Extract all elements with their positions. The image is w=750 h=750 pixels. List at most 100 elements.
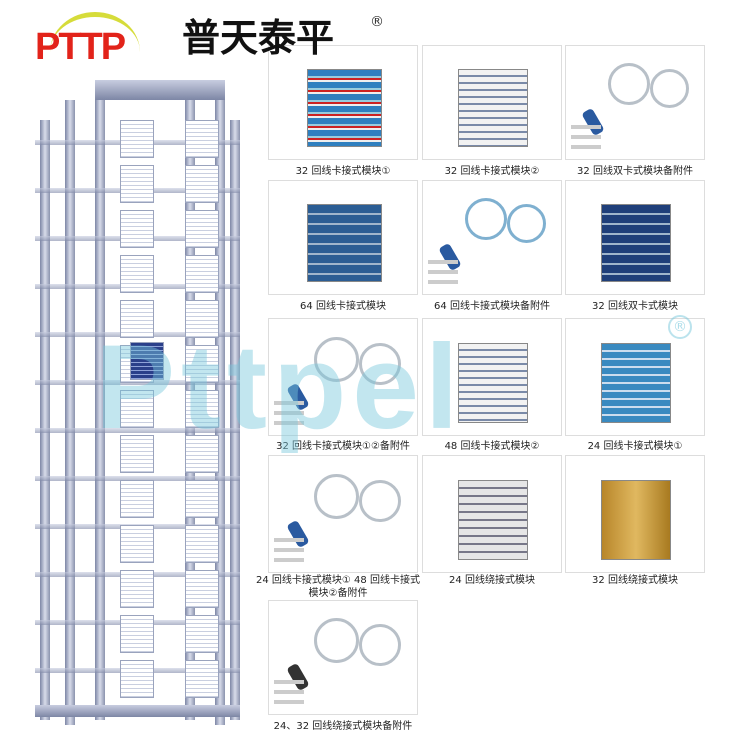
rack-module-panel: [120, 660, 154, 698]
insertion-tool-image: [285, 382, 310, 412]
watermark-registered: ®: [668, 315, 692, 339]
legend-line: [274, 548, 304, 552]
gray-stack-module-image: [458, 69, 528, 148]
rack-module-panel: [120, 390, 154, 428]
brand-logo: PTTP 普天泰平 ®: [10, 6, 390, 68]
rack-module-panel: [120, 120, 154, 158]
cable-coil-image: [314, 336, 359, 382]
rack-post: [215, 100, 225, 725]
legend-line: [274, 401, 304, 405]
legend-line: [274, 538, 304, 542]
product-caption: 24 回线卡接式模块①: [587, 441, 683, 452]
product-image-6: [565, 180, 705, 295]
cable-coil-image: [359, 624, 401, 666]
legend-line: [571, 125, 601, 129]
rack-module-panel: [185, 345, 219, 383]
rack-module-panel: [185, 210, 219, 248]
legend-line: [428, 280, 458, 284]
product-caption: 48 回线卡接式模块②: [444, 441, 540, 452]
rack-top-beam: [95, 80, 225, 100]
rack-module-panel: [120, 300, 154, 338]
rack-base: [35, 705, 240, 717]
rack-module-panel: [120, 210, 154, 248]
product-image-9: [565, 318, 705, 436]
cable-coil-image: [650, 69, 690, 109]
rack-crossbar: [35, 428, 240, 433]
product-caption: 32 回线卡接式模块①: [295, 166, 391, 177]
insertion-tool-image: [581, 107, 605, 137]
blue-stack-module-image: [306, 69, 382, 148]
rack-module-panel: [120, 255, 154, 293]
legend-line: [428, 260, 458, 264]
product-image-3: [565, 45, 705, 160]
rack-module-panel: [185, 525, 219, 563]
cable-coil-image: [359, 479, 401, 522]
insertion-tool-image: [285, 519, 310, 549]
legend-line: [274, 680, 304, 684]
rack-module-panel: [185, 660, 219, 698]
product-image-5: [422, 180, 562, 295]
product-caption: 32 回线绕接式模块: [592, 575, 678, 586]
cable-coil-image: [314, 618, 359, 664]
product-image-1: [268, 45, 418, 160]
product-image-11: [422, 455, 562, 573]
distribution-frame-rack-image: [35, 80, 240, 725]
insertion-tool-image: [438, 242, 462, 272]
rack-module-panel: [185, 570, 219, 608]
registered-mark: ®: [370, 14, 384, 30]
rack-module-panel: [185, 480, 219, 518]
cable-coil-image: [465, 198, 507, 241]
rack-post: [40, 120, 50, 720]
blue-box-module-image: [601, 342, 671, 423]
product-image-10: [268, 455, 418, 573]
logo-chinese: 普天泰平: [182, 16, 335, 60]
rack-module-panel: [120, 615, 154, 653]
product-caption: 24、32 回线绕接式模块备附件: [273, 721, 413, 732]
rack-module-panel: [185, 615, 219, 653]
cable-coil-image: [507, 204, 547, 244]
product-image-8: [422, 318, 562, 436]
rack-module-panel: [185, 165, 219, 203]
logo-latin: PTTP: [35, 26, 126, 68]
blue-door-module-image: [306, 204, 382, 283]
legend-line: [274, 690, 304, 694]
legend-line: [571, 145, 601, 149]
rack-post: [95, 80, 105, 720]
legend-line: [274, 421, 304, 425]
rack-module-panel: [120, 435, 154, 473]
rack-module-panel: [185, 435, 219, 473]
product-image-13: [268, 600, 418, 715]
rack-module-panel: [185, 300, 219, 338]
rack-module-panel: [185, 255, 219, 293]
rack-post: [65, 100, 75, 725]
product-caption: 32 回线双卡式模块备附件: [577, 166, 693, 177]
legend-line: [274, 411, 304, 415]
rack-module-panel: [120, 480, 154, 518]
cable-coil-image: [359, 342, 401, 385]
product-caption: 24 回线卡接式模块① 48 回线卡接式模块②备附件: [256, 575, 420, 599]
rack-module-panel: [185, 390, 219, 428]
rack-crossbar: [35, 476, 240, 481]
gold-box-module-image: [601, 479, 671, 560]
legend-line: [274, 700, 304, 704]
legend-line: [571, 135, 601, 139]
cable-coil-image: [608, 63, 650, 106]
insertion-tool-image: [285, 662, 310, 692]
rack-module-panel: [120, 525, 154, 563]
logo-arc: [50, 12, 140, 52]
rack-blue-module: [130, 342, 164, 380]
product-image-4: [268, 180, 418, 295]
rack-module-panel: [185, 120, 219, 158]
cable-coil-image: [314, 473, 359, 519]
product-image-7: [268, 318, 418, 436]
gray-stack-module-image: [458, 342, 528, 423]
legend-line: [428, 270, 458, 274]
product-image-2: [422, 45, 562, 160]
product-caption: 32 回线双卡式模块: [592, 301, 678, 312]
product-caption: 32 回线卡接式模块①②备附件: [276, 441, 410, 452]
blue-door-wide-module-image: [601, 204, 671, 283]
rack-module-panel: [120, 165, 154, 203]
product-caption: 24 回线绕接式模块: [449, 575, 535, 586]
product-caption: 64 回线卡接式模块备附件: [434, 301, 550, 312]
rack-post: [230, 120, 240, 720]
